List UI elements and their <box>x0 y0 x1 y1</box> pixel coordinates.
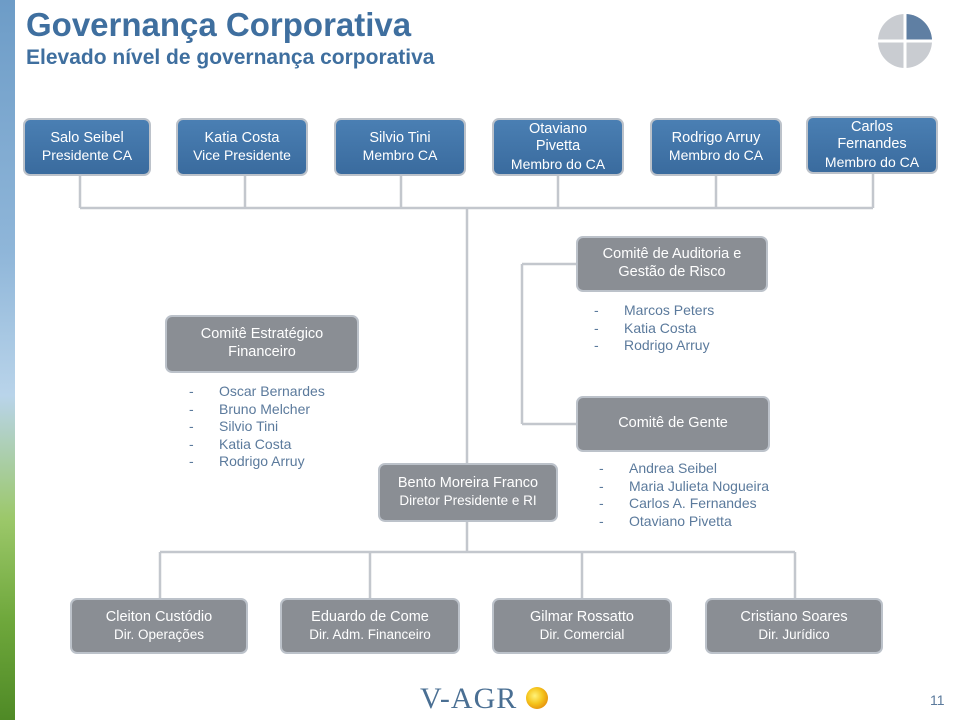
director-eduardo-de-come: Eduardo de Come Dir. Adm. Financeiro <box>280 598 460 654</box>
list-item: Katia Costa <box>594 320 714 338</box>
list-item: Oscar Bernardes <box>189 383 325 401</box>
board-member-role: Membro do CA <box>510 156 606 173</box>
board-member-role: Membro CA <box>362 147 438 164</box>
board-member-role: Vice Presidente <box>193 147 291 164</box>
board-member-name: Rodrigo Arruy <box>671 129 761 146</box>
board-member-role: Presidente CA <box>41 147 133 164</box>
committee-audit-members: Marcos Peters Katia Costa Rodrigo Arruy <box>594 302 714 355</box>
board-member-name: Otaviano <box>528 120 588 137</box>
board-member-carlos-fernandes: Carlos Fernandes Membro do CA <box>806 116 938 174</box>
committee-title: Comitê de Gente <box>618 415 728 432</box>
ceo-box: Bento Moreira Franco Diretor Presidente … <box>378 463 558 522</box>
director-cleiton-custodio: Cleiton Custódio Dir. Operações <box>70 598 248 654</box>
board-member-name: Carlos <box>851 118 893 135</box>
list-item: Rodrigo Arruy <box>594 337 714 355</box>
logo-text: V-AGR <box>420 682 518 715</box>
board-member-name: Silvio Tini <box>369 129 431 146</box>
board-member-role: Membro do CA <box>824 154 920 171</box>
committee-title: Comitê de Auditoria e <box>602 246 742 263</box>
board-member-silvio-tini: Silvio Tini Membro CA <box>334 118 466 176</box>
committee-audit: Comitê de Auditoria e Gestão de Risco <box>576 236 768 292</box>
list-item: Carlos A. Fernandes <box>599 495 769 513</box>
page-subtitle: Elevado nível de governança corporativa <box>26 46 435 69</box>
committee-people: Comitê de Gente <box>576 396 770 452</box>
list-item: Maria Julieta Nogueira <box>599 478 769 496</box>
list-item: Marcos Peters <box>594 302 714 320</box>
list-item: Bruno Melcher <box>189 401 325 419</box>
v-agro-logo: V-AGR <box>420 682 517 716</box>
board-member-name: Salo Seibel <box>50 129 124 146</box>
list-item: Rodrigo Arruy <box>189 453 325 471</box>
committee-people-members: Andrea Seibel Maria Julieta Nogueira Car… <box>599 460 769 530</box>
director-name: Eduardo de Come <box>311 608 429 625</box>
ceo-role: Diretor Presidente e RI <box>399 493 537 509</box>
director-role: Dir. Operações <box>113 626 205 642</box>
board-member-salo-seibel: Salo Seibel Presidente CA <box>23 118 151 176</box>
director-role: Dir. Jurídico <box>758 626 830 642</box>
director-role: Dir. Comercial <box>539 626 625 642</box>
list-item: Andrea Seibel <box>599 460 769 478</box>
board-member-otaviano-pivetta: Otaviano Pivetta Membro do CA <box>492 118 624 176</box>
list-item: Silvio Tini <box>189 418 325 436</box>
director-role: Dir. Adm. Financeiro <box>309 626 431 642</box>
page-title: Governança Corporativa <box>26 6 412 43</box>
committee-title-cont: Gestão de Risco <box>618 264 726 280</box>
committee-title: Comitê Estratégico <box>200 326 324 343</box>
director-gilmar-rossatto: Gilmar Rossatto Dir. Comercial <box>492 598 672 654</box>
side-decor-strip <box>0 0 15 720</box>
director-name: Gilmar Rossatto <box>530 608 634 625</box>
board-member-katia-costa: Katia Costa Vice Presidente <box>176 118 308 176</box>
list-item: Katia Costa <box>189 436 325 454</box>
committee-strategic: Comitê Estratégico Financeiro <box>165 315 359 373</box>
director-name: Cristiano Soares <box>740 608 848 625</box>
ceo-name: Bento Moreira Franco <box>397 475 539 492</box>
committee-title-cont: Financeiro <box>228 344 296 360</box>
list-item: Otaviano Pivetta <box>599 513 769 531</box>
board-member-name: Katia Costa <box>204 129 280 146</box>
board-member-rodrigo-arruy: Rodrigo Arruy Membro do CA <box>650 118 782 176</box>
board-member-role: Membro do CA <box>668 147 764 164</box>
committee-strategic-members: Oscar Bernardes Bruno Melcher Silvio Tin… <box>189 383 325 471</box>
director-cristiano-soares: Cristiano Soares Dir. Jurídico <box>705 598 883 654</box>
director-name: Cleiton Custódio <box>105 608 213 625</box>
page-number: 11 <box>930 692 945 708</box>
board-member-name-cont: Pivetta <box>535 138 581 155</box>
board-member-name-cont: Fernandes <box>837 136 907 153</box>
quadrant-pie-icon <box>876 12 934 70</box>
